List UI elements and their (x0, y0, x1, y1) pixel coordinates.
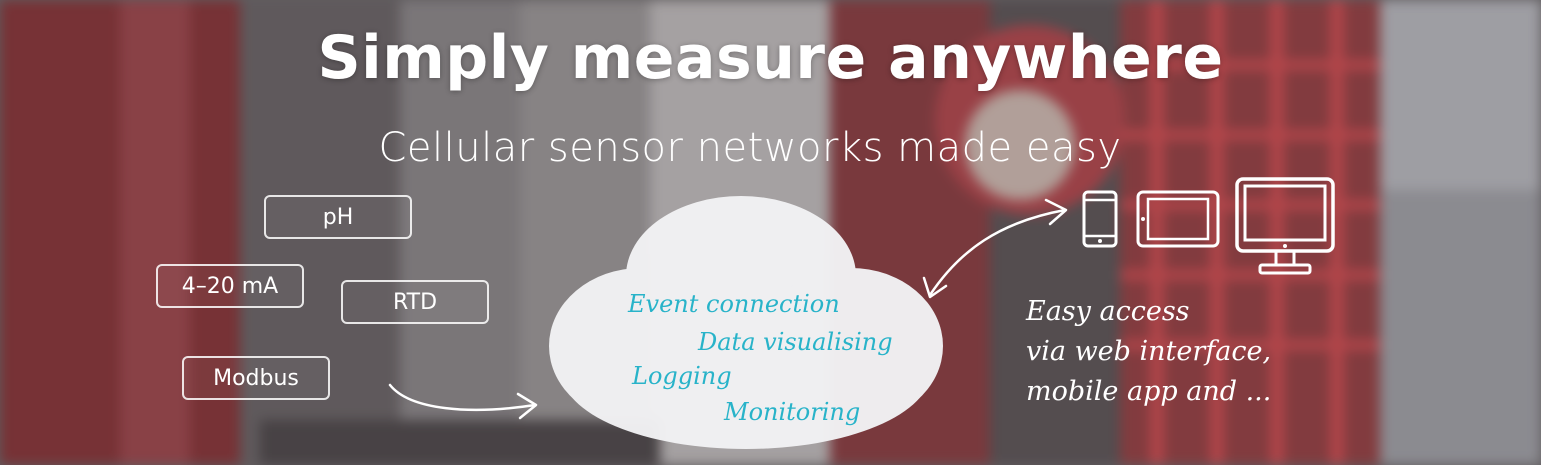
hero-subtitle: Cellular sensor networks made easy (378, 125, 1122, 171)
input-tag-ph: pH (264, 195, 412, 239)
phone-icon (1082, 190, 1118, 248)
desktop-monitor-icon (1235, 177, 1335, 275)
bidirectional-arrow-icon (922, 198, 1068, 299)
input-tag-modbus: Modbus (182, 356, 330, 400)
hero-title: Simply measure anywhere (317, 23, 1224, 93)
access-line-2: via web interface, (1026, 336, 1272, 367)
cloud-item-logging: Logging (632, 362, 732, 390)
cloud-icon (549, 196, 943, 449)
access-line-3: mobile app and ... (1026, 376, 1272, 407)
input-tag-4-20-ma: 4–20 mA (156, 264, 304, 308)
access-line-1: Easy access (1026, 296, 1190, 327)
tablet-icon (1136, 190, 1220, 248)
easy-access-note: Easy access via web interface, mobile ap… (1026, 292, 1271, 412)
input-tag-rtd: RTD (341, 280, 489, 324)
cloud-item-monitoring: Monitoring (724, 398, 861, 426)
cloud-item-data-visualising: Data visualising (698, 328, 893, 356)
cloud-services: Event connection Data visualising Loggin… (546, 196, 946, 458)
arrow-to-cloud-icon (388, 383, 538, 420)
cloud-item-event-connection: Event connection (628, 290, 840, 318)
